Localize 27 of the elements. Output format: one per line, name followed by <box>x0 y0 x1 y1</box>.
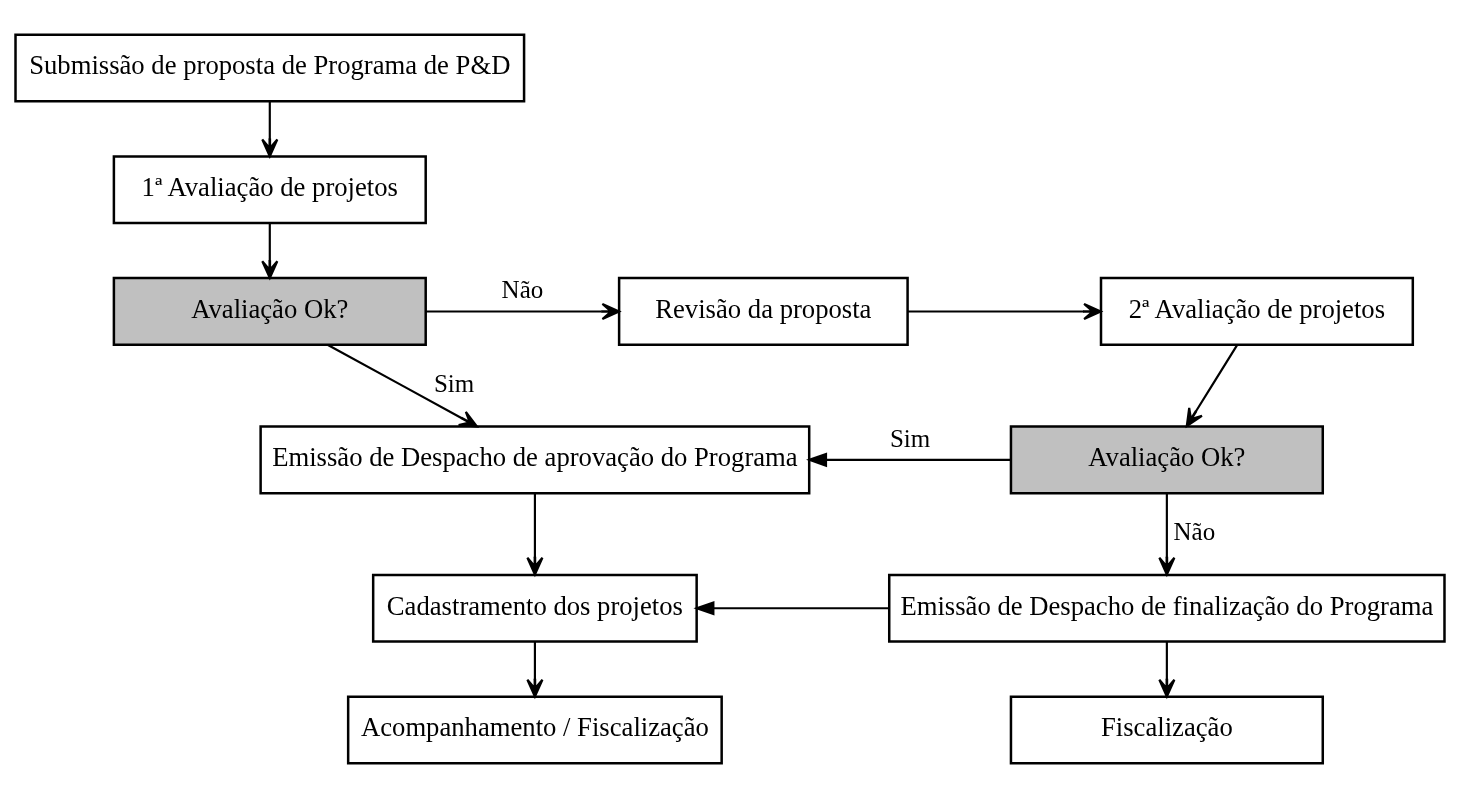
arrow <box>425 302 621 320</box>
arrow <box>907 302 1102 320</box>
node-box: Revisão da proposta <box>617 276 909 346</box>
edge-label: Sim <box>889 424 931 452</box>
node-box: Emissão de Despacho de finalização do Programa <box>888 573 1446 643</box>
arrow <box>1158 493 1176 576</box>
node-box: Cadastramento dos projetos <box>371 573 698 643</box>
node-box: Emissão de Despacho de aprovação do Programa <box>259 424 811 494</box>
arrow <box>1185 344 1238 427</box>
arrow <box>693 600 889 616</box>
node-box: Avaliação Ok? <box>112 276 427 346</box>
edge-label: Não <box>501 275 544 303</box>
edge-label: Não <box>1173 517 1216 545</box>
arrow <box>327 343 478 427</box>
arrow <box>1158 641 1176 698</box>
arrow <box>526 493 544 576</box>
node-box: Avaliação Ok? <box>1009 424 1324 494</box>
node-box: 2ª Avaliação de projetos <box>1099 276 1415 346</box>
edge-label: Sim <box>433 369 475 396</box>
arrow <box>261 222 279 279</box>
node-box: Submissão de proposta de Programa de P&D <box>14 32 526 103</box>
node-box: Fiscalização <box>1009 694 1324 765</box>
node-box: Acompanhamento / Fiscalização <box>346 694 723 765</box>
arrow <box>806 452 1011 467</box>
arrow <box>526 641 544 698</box>
node-box: 1ª Avaliação de projetos <box>112 154 427 224</box>
arrow <box>261 100 279 157</box>
